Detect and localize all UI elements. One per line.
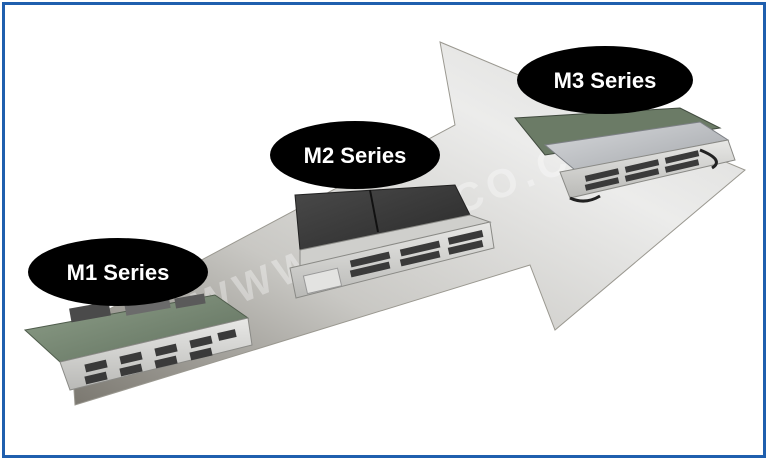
m3-line-card-icon (513, 107, 736, 203)
m1-series-label: M1 Series (28, 238, 208, 306)
m2-series-label-text: M2 Series (304, 143, 407, 168)
m3-series-label-text: M3 Series (554, 68, 657, 93)
m2-line-card-icon (289, 184, 495, 299)
m3-series-label: M3 Series (517, 46, 693, 114)
m2-series-label: M2 Series (270, 121, 440, 189)
m1-series-label-text: M1 Series (67, 260, 170, 285)
